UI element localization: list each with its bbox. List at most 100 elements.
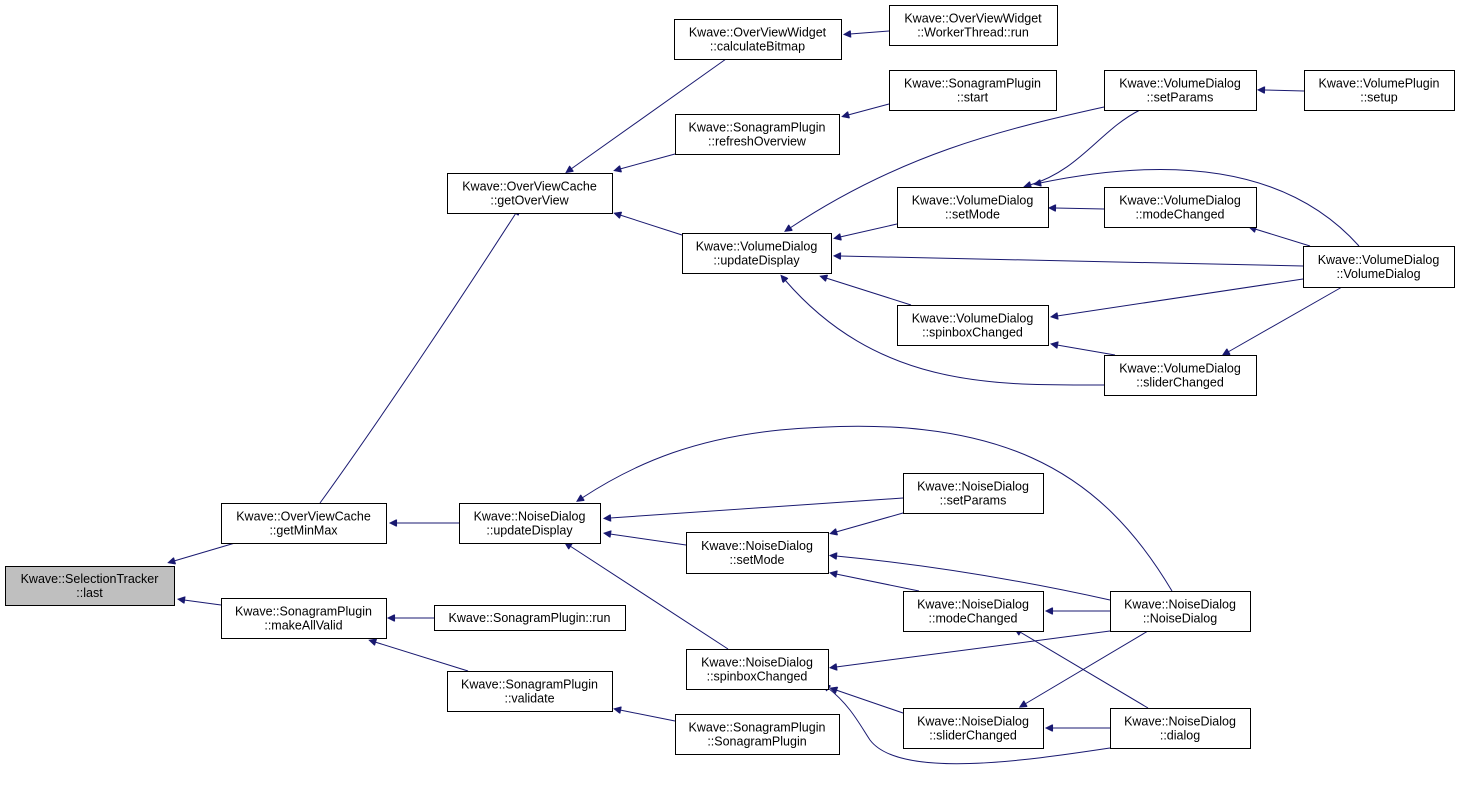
node-noise-spinboxchanged[interactable]: Kwave::NoiseDialog::spinboxChanged (686, 649, 829, 690)
node-box (447, 173, 613, 214)
node-noise-updatedisplay[interactable]: Kwave::NoiseDialog::updateDisplay (459, 503, 601, 544)
node-volumeplugin-setup[interactable]: Kwave::VolumePlugin::setup (1304, 70, 1455, 111)
node-label-line-2: ::calculateBitmap (710, 40, 805, 54)
node-box (675, 714, 840, 755)
node-label-line-1: Kwave::OverViewCache (462, 180, 597, 194)
node-label-line-1: Kwave::NoiseDialog (917, 715, 1029, 729)
node-volume-spinboxchanged[interactable]: Kwave::VolumeDialog::spinboxChanged (897, 305, 1049, 346)
node-box (5, 566, 175, 606)
node-noise-setmode[interactable]: Kwave::NoiseDialog::setMode (686, 532, 829, 574)
node-label-line-1: Kwave::SelectionTracker (21, 572, 159, 586)
node-box (674, 19, 842, 60)
node-volume-setparams[interactable]: Kwave::VolumeDialog::setParams (1104, 70, 1257, 111)
node-label-line-1: Kwave::NoiseDialog (701, 539, 813, 553)
edge-noise-modechanged-to-noise-dialog (1020, 632, 1149, 709)
edge-sonagram-makeallvalid-to-sonagram-validate (375, 642, 469, 672)
node-selectiontracker-last[interactable]: Kwave::SelectionTracker::last (5, 566, 175, 606)
edge-noise-setmode-to-noise-noisedialog (836, 556, 1111, 601)
node-box (1303, 246, 1455, 288)
node-label-line-2: ::last (76, 586, 103, 600)
node-label-line-1: Kwave::VolumeDialog (912, 194, 1034, 208)
node-label-line-1: Kwave::NoiseDialog (917, 480, 1029, 494)
node-label-line-2: ::VolumeDialog (1336, 267, 1420, 281)
node-volume-modechanged[interactable]: Kwave::VolumeDialog::modeChanged (1104, 187, 1257, 228)
edge-volume-modechanged-to-volume-volumedialog (1255, 229, 1311, 247)
edge-noise-updatedisplay-to-noise-noisedialog (582, 425, 1173, 592)
node-volume-setmode[interactable]: Kwave::VolumeDialog::setMode (897, 187, 1049, 228)
node-label-line-2: ::refreshOverview (708, 135, 807, 149)
node-volume-updatedisplay[interactable]: Kwave::VolumeDialog::updateDisplay (682, 233, 832, 274)
node-noise-noisedialog[interactable]: Kwave::NoiseDialog::NoiseDialog (1110, 591, 1251, 632)
node-label-line-2: ::spinboxChanged (922, 326, 1023, 340)
node-overviewwidget-calculatebitmap[interactable]: Kwave::OverViewWidget::calculateBitmap (674, 19, 842, 60)
node-sonagram-validate[interactable]: Kwave::SonagramPlugin::validate (447, 671, 613, 712)
node-sonagram-makeallvalid[interactable]: Kwave::SonagramPlugin::makeAllValid (221, 598, 387, 639)
edge-overviewwidget-calculatebitmap-to-overviewwidget-workerthread-run (850, 31, 890, 34)
node-sonagram-sonagramplugin[interactable]: Kwave::SonagramPlugin::SonagramPlugin (675, 714, 840, 755)
edge-volume-spinboxchanged-to-volume-volumedialog (1057, 278, 1304, 316)
edge-volume-setmode-to-volume-setparams (1030, 109, 1141, 185)
node-label-line-1: Kwave::SonagramPlugin (904, 77, 1041, 91)
edge-volume-sliderchanged-to-volume-volumedialog (1228, 286, 1343, 352)
edge-selectiontracker-last-to-overviewcache-getminmax (174, 542, 236, 561)
node-overviewcache-getoverview[interactable]: Kwave::OverViewCache::getOverView (447, 173, 613, 214)
edge-volume-setmode-to-volume-volumedialog (1040, 169, 1360, 247)
edge-volume-setmode-to-volume-modechanged (1055, 208, 1105, 209)
node-label-line-1: Kwave::VolumeDialog (1318, 253, 1440, 267)
node-box (459, 503, 601, 544)
edge-overviewcache-getoverview-to-sonagram-refreshoverview (620, 153, 676, 169)
edge-volume-updatedisplay-to-volume-volumedialog (840, 256, 1304, 267)
node-box (221, 503, 387, 544)
edge-volume-spinboxchanged-to-volume-sliderchanged (1057, 345, 1116, 356)
node-noise-sliderchanged[interactable]: Kwave::NoiseDialog::sliderChanged (903, 708, 1044, 749)
node-label-line-2: ::updateDisplay (486, 524, 573, 538)
edges-layer (174, 31, 1360, 765)
node-label-line-1: Kwave::NoiseDialog (917, 598, 1029, 612)
node-label-line-1: Kwave::VolumeDialog (1119, 362, 1241, 376)
node-label-line-2: ::spinboxChanged (707, 670, 808, 684)
node-label-line-2: ::start (957, 91, 989, 105)
node-label-line-1: Kwave::VolumeDialog (1119, 194, 1241, 208)
node-label-line-2: ::sliderChanged (929, 729, 1017, 743)
node-overviewcache-getminmax[interactable]: Kwave::OverViewCache::getMinMax (221, 503, 387, 544)
node-box (897, 187, 1049, 228)
node-label-line-1: Kwave::SonagramPlugin::run (449, 611, 611, 625)
node-box (1110, 591, 1251, 632)
edge-sonagram-validate-to-sonagram-sonagramplugin (620, 710, 676, 722)
node-sonagram-refreshoverview[interactable]: Kwave::SonagramPlugin::refreshOverview (675, 114, 840, 155)
node-label-line-2: ::setParams (1147, 91, 1214, 105)
edge-volume-updatedisplay-to-volume-spinboxchanged (826, 278, 912, 306)
node-noise-dialog[interactable]: Kwave::NoiseDialog::dialog (1110, 708, 1251, 749)
edge-overviewcache-getminmax-to-overviewcache-getoverview (319, 213, 516, 504)
edge-sonagram-refreshoverview-to-sonagram-start (848, 103, 890, 115)
node-sonagram-start[interactable]: Kwave::SonagramPlugin::start (889, 70, 1057, 111)
node-volume-sliderchanged[interactable]: Kwave::VolumeDialog::sliderChanged (1104, 355, 1257, 396)
edge-noise-updatedisplay-to-noise-spinboxchanged (570, 546, 729, 650)
node-box (447, 671, 613, 712)
node-label-line-2: ::modeChanged (929, 612, 1018, 626)
edge-noise-sliderchanged-to-noise-noisedialog (1025, 630, 1149, 704)
node-label-line-1: Kwave::VolumePlugin (1319, 77, 1440, 91)
node-label-line-2: ::getMinMax (269, 524, 338, 538)
node-label-line-1: Kwave::VolumeDialog (696, 240, 818, 254)
node-noise-modechanged[interactable]: Kwave::NoiseDialog::modeChanged (903, 591, 1044, 632)
node-label-line-1: Kwave::OverViewWidget (904, 12, 1042, 26)
node-volume-volumedialog[interactable]: Kwave::VolumeDialog::VolumeDialog (1303, 246, 1455, 288)
node-label-line-2: ::makeAllValid (264, 619, 342, 633)
edge-volume-setparams-to-volumeplugin-setup (1264, 90, 1305, 91)
node-overviewwidget-workerthread-run[interactable]: Kwave::OverViewWidget::WorkerThread::run (889, 5, 1058, 46)
edge-overviewcache-getoverview-to-volume-updatedisplay (620, 215, 683, 236)
node-noise-setparams[interactable]: Kwave::NoiseDialog::setParams (903, 473, 1044, 514)
node-box (682, 233, 832, 274)
node-label-line-1: Kwave::SonagramPlugin (461, 678, 598, 692)
edge-noise-setmode-to-noise-setparams (836, 512, 904, 532)
node-box (434, 605, 626, 631)
node-label-line-2: ::dialog (1160, 729, 1200, 743)
node-label-line-2: ::modeChanged (1136, 208, 1225, 222)
node-label-line-1: Kwave::VolumeDialog (912, 312, 1034, 326)
node-box (1104, 355, 1257, 396)
node-sonagram-run[interactable]: Kwave::SonagramPlugin::run (434, 605, 626, 631)
edge-volume-updatedisplay-to-volume-sliderchanged (785, 280, 1105, 386)
node-label-line-2: ::setup (1360, 91, 1398, 105)
